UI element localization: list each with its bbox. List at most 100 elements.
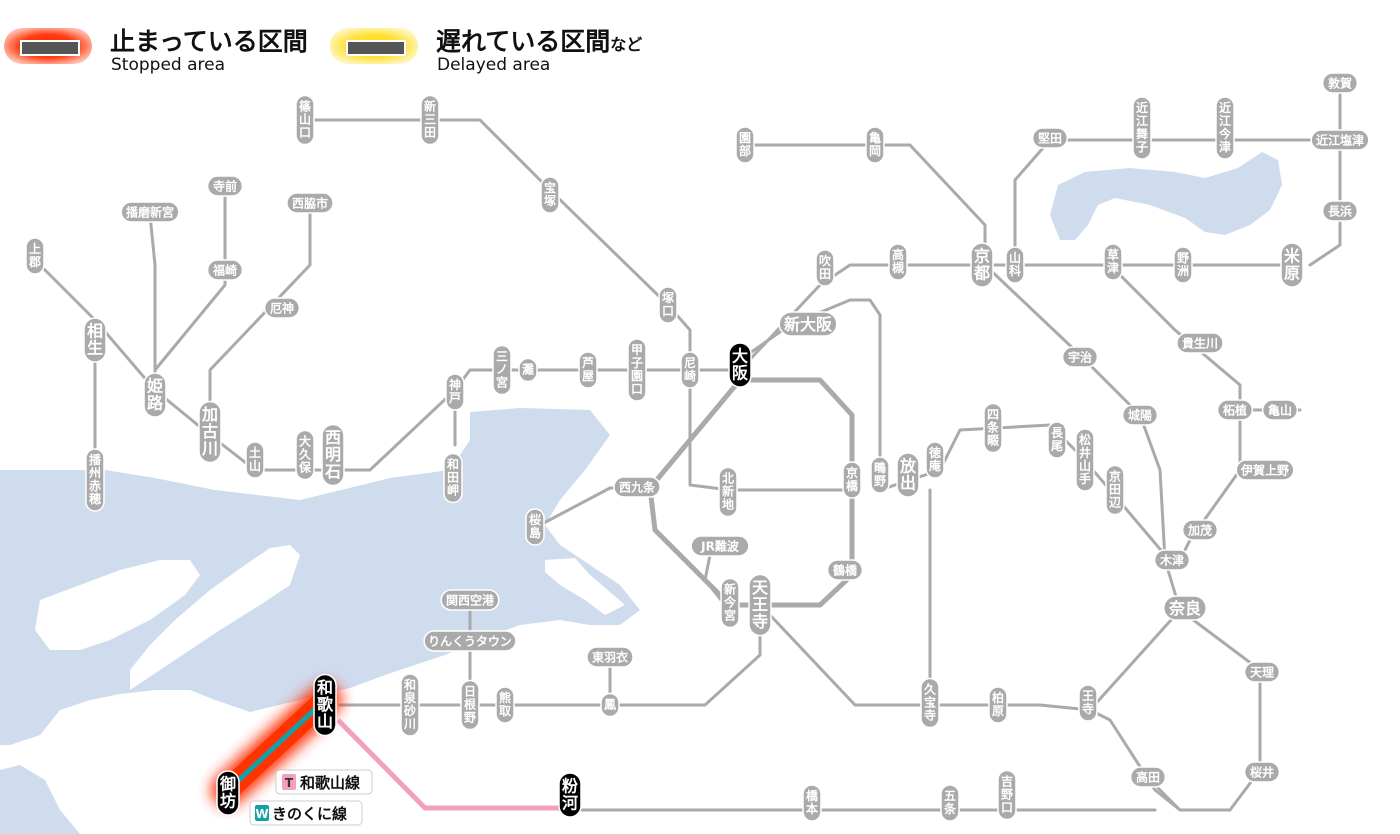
- station-marker: [988, 686, 1008, 724]
- station-harimashingu: 播磨新宮: [120, 201, 180, 223]
- station-marker: [400, 673, 420, 737]
- station-label: 天理: [1250, 665, 1274, 679]
- station-maibara: 米原: [1280, 242, 1304, 288]
- station-kakogawa: 加古川: [198, 400, 222, 464]
- station-marker: [925, 441, 945, 479]
- station-teramae: 寺前: [206, 175, 244, 197]
- station-shijonawate: 四条畷: [983, 402, 1003, 454]
- wakayama-line: [336, 718, 560, 811]
- station-shinsanda: 新三田: [420, 94, 440, 146]
- station-omishiotsu: 近江塩津: [1310, 129, 1370, 151]
- station-marker: [1047, 421, 1067, 459]
- line-label-wakayama: T 和歌山線: [275, 769, 373, 795]
- station-label: 柘植: [1222, 402, 1247, 417]
- station-label: 三ノ宮: [496, 350, 508, 390]
- station-hineno: 日根野: [460, 679, 480, 731]
- station-label: 西脇市: [292, 195, 328, 210]
- station-label: 鴫野: [874, 460, 886, 488]
- station-omiimazu: 近江今津: [1215, 96, 1235, 160]
- stopped-swatch: [4, 28, 92, 64]
- station-okubo: 大久保: [295, 429, 315, 481]
- station-marker: [295, 94, 315, 146]
- station-label: 京橋: [846, 465, 859, 493]
- wakayama-line-name: 和歌山線: [300, 774, 360, 792]
- station-marker: [983, 402, 1003, 454]
- station-marker: [1215, 96, 1235, 160]
- station-label: 宇治: [1068, 349, 1092, 364]
- station-marker: [460, 679, 480, 731]
- port-island: [545, 558, 625, 615]
- station-label: 新今宮: [723, 582, 737, 623]
- station-marker: [1176, 332, 1224, 354]
- station-marker: [728, 342, 752, 388]
- station-marker: [888, 243, 908, 281]
- station-nishikujo: 西九条: [613, 476, 661, 498]
- station-kitashinchi: 北新地: [718, 466, 738, 518]
- station-label: 篠山口: [299, 99, 312, 140]
- station-marker: [1321, 72, 1359, 94]
- station-marker: [970, 242, 994, 288]
- station-otori: 鳳: [600, 692, 620, 718]
- station-marker: [658, 286, 678, 324]
- station-rinku: りんくうタウン: [423, 630, 517, 652]
- station-label: 大久保: [298, 434, 312, 475]
- station-label: 長浜: [1328, 203, 1352, 218]
- station-marker: [263, 297, 301, 319]
- line-label-kinokuni: W きのくに線: [249, 800, 363, 826]
- station-uji: 宇治: [1061, 346, 1099, 368]
- station-nagao: 長尾: [1047, 421, 1067, 459]
- station-kyuhoji: 久宝寺: [920, 677, 940, 729]
- delayed-swatch: [330, 28, 418, 64]
- station-kyoto: 京都: [970, 242, 994, 288]
- station-yasu: 野洲: [1173, 246, 1193, 284]
- station-marker: [1103, 243, 1123, 281]
- awaji-shore: [130, 545, 300, 690]
- station-nishiakashi: 西明石: [321, 423, 345, 487]
- station-label: 京田辺: [1109, 469, 1121, 510]
- station-marker: [1261, 399, 1299, 421]
- station-tsuge: 柘植: [1216, 399, 1254, 421]
- station-label: 近江塩津: [1316, 132, 1364, 147]
- station-marker: [600, 692, 620, 718]
- station-oji: 王寺: [1078, 684, 1098, 722]
- station-label: 相生: [87, 322, 103, 358]
- station-marker: [245, 441, 265, 479]
- station-label: 日根野: [464, 685, 476, 725]
- station-aioi: 相生: [83, 317, 107, 363]
- lake-biwa: [1050, 152, 1282, 240]
- station-nagahama: 長浜: [1321, 200, 1359, 222]
- station-fukusaki: 福崎: [206, 259, 244, 281]
- station-shinimamiya: 新今宮: [720, 577, 740, 629]
- station-yoshinoguchi: 吉野口: [997, 769, 1017, 821]
- station-marker: [443, 452, 463, 504]
- station-marker: [690, 535, 750, 557]
- legend-stopped-label: 止まっている区間: [110, 27, 308, 56]
- station-label: 吉野口: [1001, 774, 1013, 815]
- station-marker: [1235, 459, 1295, 481]
- station-label: 米原: [1284, 247, 1301, 283]
- station-kizu: 木津: [1153, 549, 1191, 571]
- station-tsuge-tsukigase: 貴生川: [1176, 332, 1224, 354]
- station-label: 吹田: [819, 253, 832, 281]
- station-label: 奈良: [1168, 599, 1201, 618]
- kinokuni-line-name: きのくに線: [272, 805, 347, 823]
- station-label: 桜井: [1250, 764, 1274, 779]
- station-label: 高田: [1136, 769, 1160, 784]
- station-marker: [206, 175, 244, 197]
- station-igaueno: 伊賀上野: [1235, 459, 1295, 481]
- station-label: 寺前: [213, 178, 237, 193]
- wakayama-line-badge: T: [285, 776, 294, 790]
- station-label: 宝塚: [544, 180, 556, 208]
- station-yakujin: 厄神: [263, 297, 301, 319]
- station-kizugawa-jyoyo: 城陽: [1121, 404, 1159, 426]
- station-sakurai: 桜井: [1243, 761, 1281, 783]
- station-marker: [1078, 684, 1098, 722]
- station-wakayama: 和歌山: [313, 673, 337, 737]
- station-marker: [1173, 246, 1193, 284]
- station-sonobe: 園部: [735, 126, 755, 164]
- station-marker: [216, 770, 240, 816]
- station-marker: [198, 400, 222, 464]
- station-kyotanabe: 京田辺: [1105, 464, 1125, 516]
- station-kumatori: 熊取: [495, 686, 515, 724]
